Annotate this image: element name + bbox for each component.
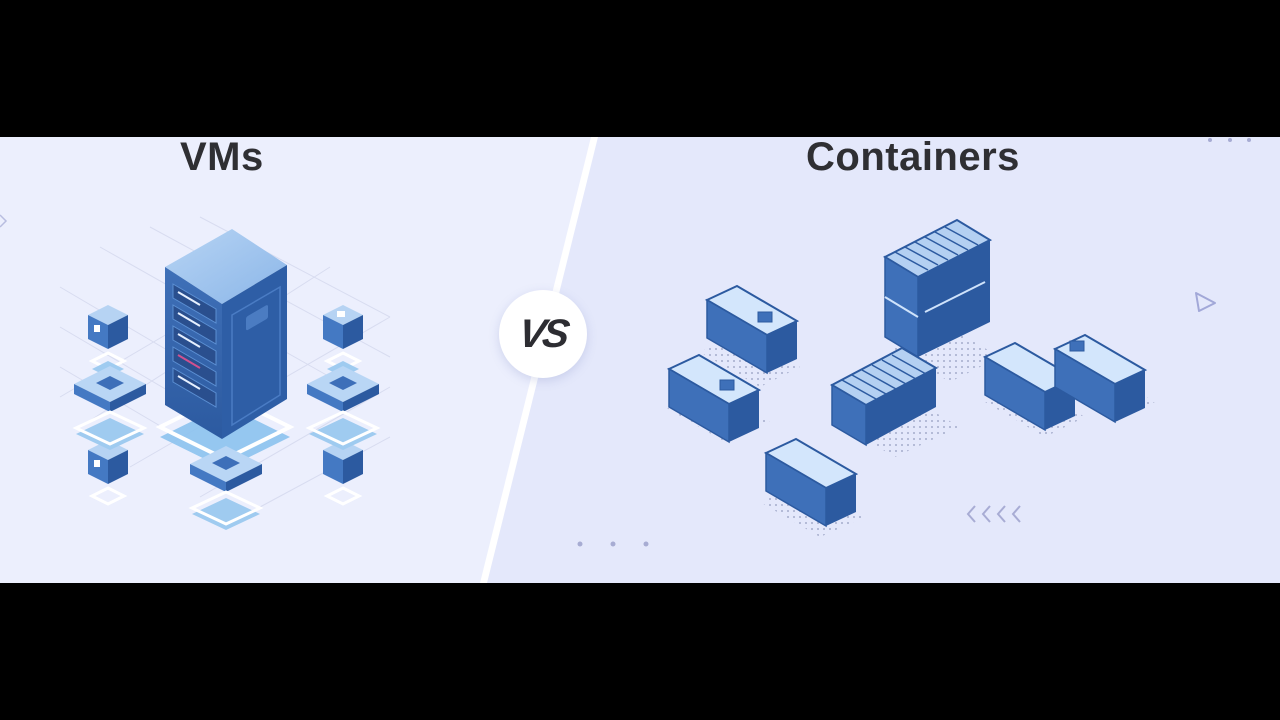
vms-title: VMs bbox=[180, 137, 264, 179]
containers-title: Containers bbox=[806, 137, 1020, 179]
comparison-banner: VMs Containers VS bbox=[0, 137, 1280, 583]
dots-icon bbox=[577, 138, 1251, 547]
chevron-decoration-icon bbox=[0, 214, 8, 228]
triangle-outline-icon bbox=[1195, 292, 1216, 312]
vm-cube-icon bbox=[88, 305, 363, 506]
vms-illustration bbox=[0, 214, 391, 530]
vm-node-icon bbox=[72, 366, 381, 530]
container-icon bbox=[665, 218, 1155, 537]
server-rack-icon bbox=[165, 229, 287, 439]
chevrons-left-icon bbox=[966, 505, 1021, 523]
vs-label: VS bbox=[516, 311, 570, 356]
vms-panel-background bbox=[0, 137, 596, 583]
vs-badge: VS bbox=[499, 290, 587, 378]
containers-illustration bbox=[577, 138, 1251, 547]
